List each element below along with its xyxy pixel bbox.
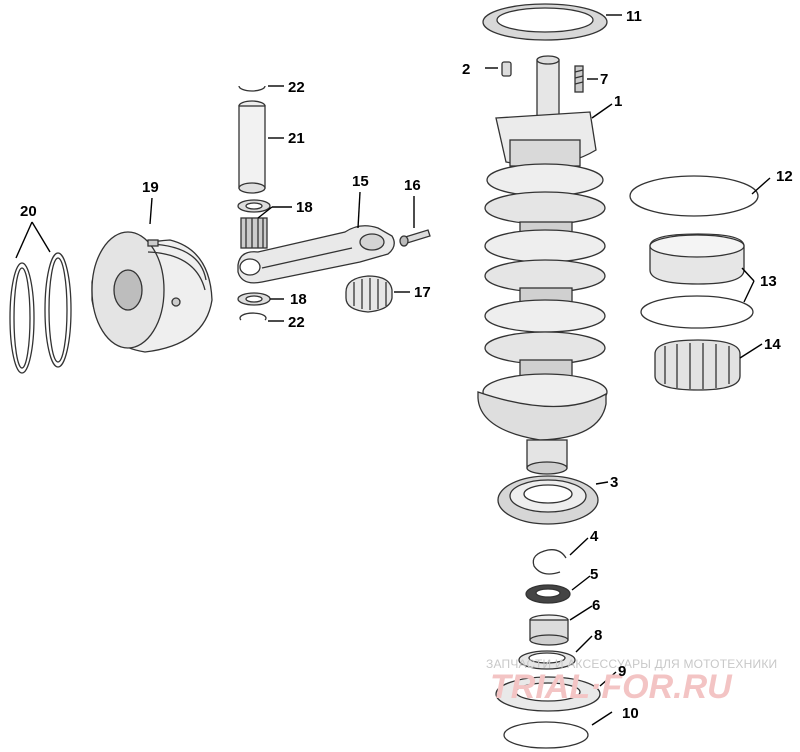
o-ring [503,721,589,749]
rod-bearing-cage [345,275,393,313]
seal-carrier [518,650,576,670]
roller-cage [654,339,741,391]
callout-1: 1 [614,93,622,110]
callout-19: 19 [142,179,159,196]
callout-18b: 18 [290,291,307,308]
bearing-housing [495,676,601,712]
callout-5: 5 [590,566,598,583]
stud [574,65,584,93]
callout-15: 15 [352,173,369,190]
crankshaft [477,55,608,475]
snap-ring [532,549,567,575]
retaining-ring [629,175,759,217]
oil-seal [525,584,571,604]
callout-22a: 22 [288,79,305,96]
wrist-pin [238,85,267,321]
pin-bearing-and-washers [237,199,271,306]
watermark-brand: TRIAL·FOR.RU [490,668,733,706]
leader-lines [15,14,771,726]
callout-12: 12 [776,168,793,185]
ball-bearing [497,475,599,525]
callout-20: 20 [20,203,37,220]
key [501,61,512,77]
callout-22b: 22 [288,314,305,331]
piston [91,231,213,353]
callout-21: 21 [288,130,305,147]
callout-7: 7 [600,71,608,88]
callout-13: 13 [760,273,777,290]
sleeve [529,614,569,646]
callout-4: 4 [590,528,599,545]
callout-16: 16 [404,177,421,194]
callout-17: 17 [414,284,431,301]
callout-8: 8 [594,627,602,644]
callout-2: 2 [462,61,470,78]
callout-6: 6 [592,597,600,614]
callout-11: 11 [626,8,642,25]
callout-3: 3 [610,474,618,491]
bearing-race [640,233,754,329]
callout-18a: 18 [296,199,313,216]
callout-14: 14 [764,336,781,353]
callout-10: 10 [622,705,639,722]
callout-9: 9 [618,663,626,680]
connecting-rod [237,225,431,284]
piston-rings [9,252,72,374]
watermark-tagline: ЗАПЧАСТИ И АКСЕССУАРЫ ДЛЯ МОТОТЕХНИКИ [486,657,777,671]
callout-labels: 1 2 3 4 5 6 7 8 9 10 11 12 13 14 15 16 1… [20,8,793,722]
top-seal [482,3,608,41]
